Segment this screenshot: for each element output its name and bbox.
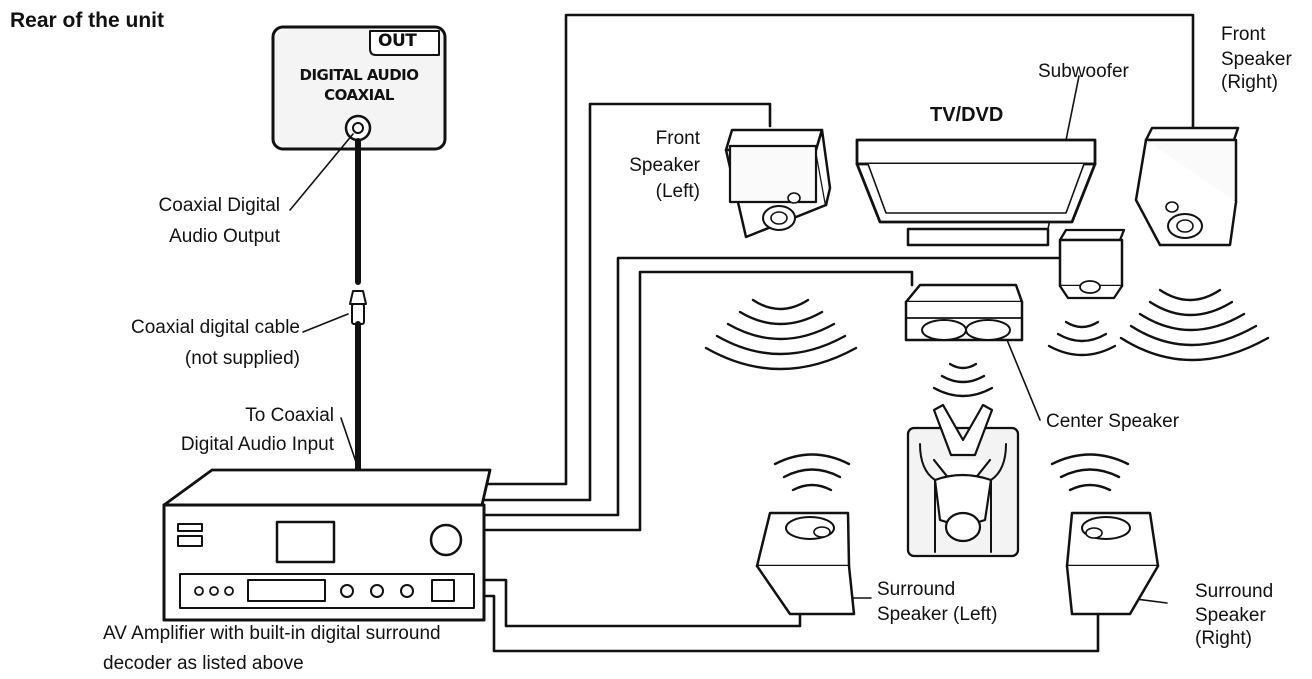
to-input-label-2: Digital Audio Input [180,434,334,455]
subwoofer-label: Subwoofer [1038,61,1129,82]
amp-label-2: decoder as listed above [103,653,304,674]
front-left-label-2: Speaker [629,155,700,176]
surround-speaker-right [1065,511,1160,616]
cable-label-1: Coaxial digital cable [131,317,300,338]
speaker-wires [460,13,1195,653]
panel-line-2: COAXIAL [324,86,394,104]
coax-output-label-1: Coaxial Digital [158,195,280,216]
front-speaker-left [724,128,832,239]
surround-left-label-2: Speaker (Left) [877,604,998,625]
surround-speaker-left [755,511,856,616]
surround-right-label-1: Surround [1195,581,1274,602]
tv-dvd-label: TV/DVD [930,104,1004,126]
center-speaker-label: Center Speaker [1046,411,1180,432]
front-speaker-right [1134,126,1240,247]
front-left-label-3: (Left) [655,181,700,202]
front-right-label-1: Front [1221,24,1266,45]
panel-line-1: DIGITAL AUDIO [299,66,420,84]
cable-label-2: (not supplied) [184,348,300,369]
sound-waves [704,288,1270,492]
coaxial-cable [349,138,367,473]
surround-right-label-3: (Right) [1195,628,1253,649]
coax-output-label-2: Audio Output [169,226,280,247]
front-right-label-3: (Right) [1221,72,1279,93]
listener [906,403,1020,558]
heading: Rear of the unit [10,9,165,32]
center-speaker [904,283,1024,342]
amp-label-1: AV Amplifier with built-in digital surro… [103,623,441,644]
front-right-label-2: Speaker [1221,49,1292,70]
surround-right-label-2: Speaker [1195,605,1266,626]
rear-panel [271,25,447,151]
subwoofer [1058,228,1126,300]
to-input-label-1: To Coaxial [245,405,334,426]
av-amplifier [162,468,492,622]
panel-out-tag: OUT [378,31,417,51]
tv-dvd [855,138,1097,247]
surround-left-label-1: Surround [877,579,956,600]
front-left-label-1: Front [655,128,700,149]
